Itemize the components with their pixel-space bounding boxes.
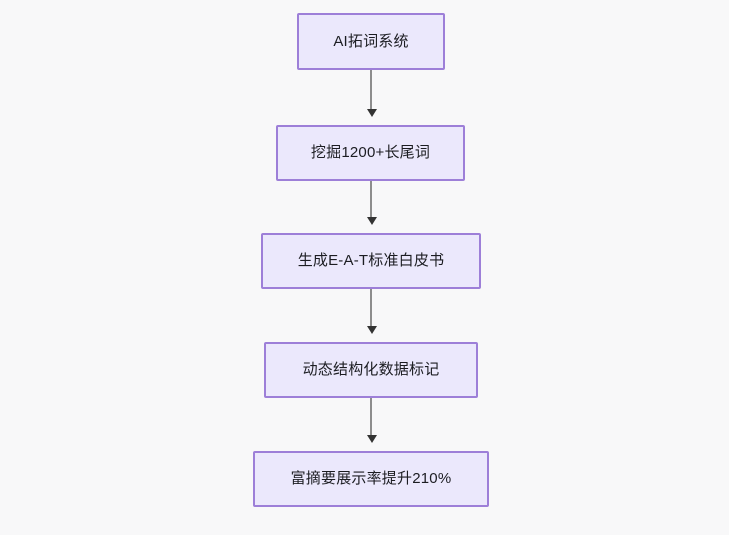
arrowhead-icon	[367, 217, 377, 225]
flow-node-ai-keyword-system[interactable]: AI拓词系统	[297, 13, 445, 70]
arrowhead-icon	[367, 435, 377, 443]
arrowhead-icon	[367, 326, 377, 334]
flow-node-mine-longtail-keywords[interactable]: 挖掘1200+长尾词	[276, 125, 465, 181]
edge-line	[370, 289, 372, 326]
arrowhead-icon	[367, 109, 377, 117]
flow-node-label: 动态结构化数据标记	[302, 361, 440, 378]
edge-line	[370, 398, 372, 435]
flow-node-rich-snippet-impression-lift[interactable]: 富摘要展示率提升210%	[253, 451, 489, 507]
flow-node-dynamic-structured-data-markup[interactable]: 动态结构化数据标记	[264, 342, 478, 398]
flow-node-label: 挖掘1200+长尾词	[310, 144, 431, 161]
flow-node-generate-eat-whitepaper[interactable]: 生成E-A-T标准白皮书	[261, 233, 481, 289]
flow-node-label: AI拓词系统	[333, 32, 409, 50]
edge-line	[370, 70, 372, 109]
edge-line	[370, 181, 372, 217]
flow-node-label: 生成E-A-T标准白皮书	[297, 252, 445, 269]
flow-node-label: 富摘要展示率提升210%	[290, 470, 452, 487]
